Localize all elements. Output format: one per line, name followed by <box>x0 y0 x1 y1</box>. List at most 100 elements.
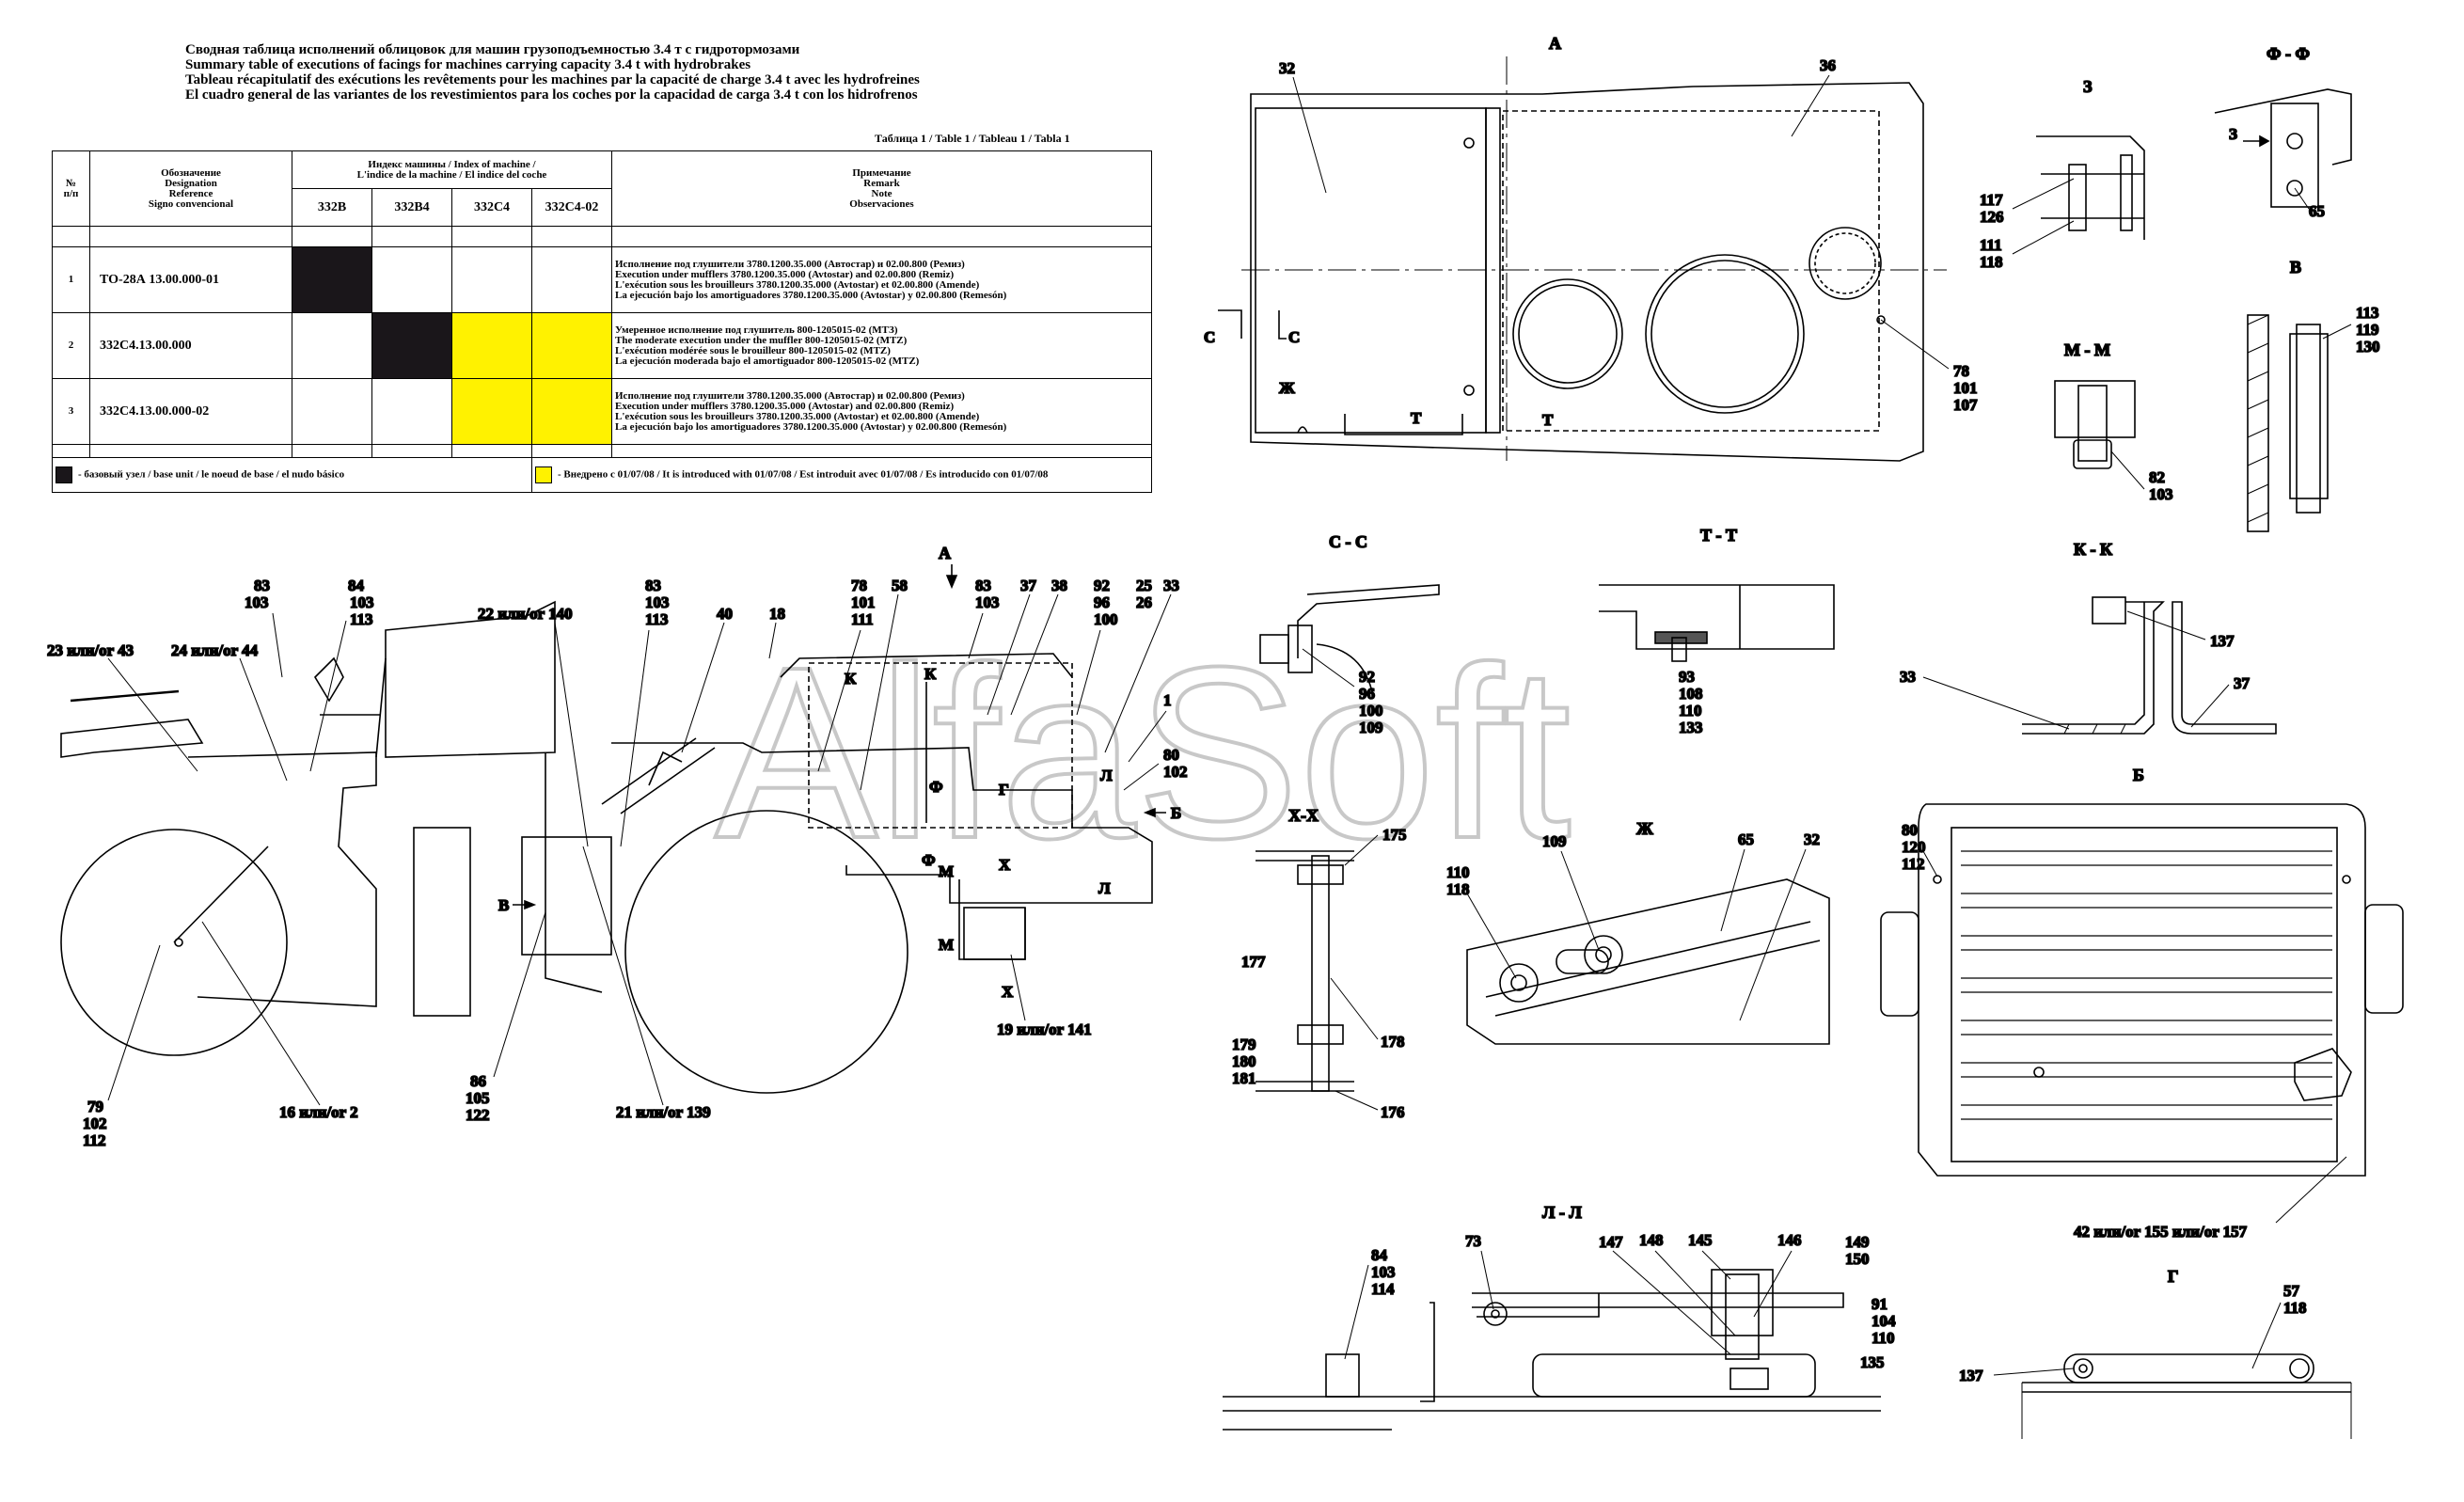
svg-text:113: 113 <box>645 610 669 628</box>
svg-text:102: 102 <box>83 1115 107 1132</box>
svg-text:118: 118 <box>2283 1299 2307 1317</box>
svg-text:130: 130 <box>2356 338 2380 356</box>
svg-text:93: 93 <box>1679 668 1695 686</box>
view-g: Г 57 118 137 <box>1958 1266 2352 1439</box>
legend-black-swatch <box>55 466 72 483</box>
svg-text:101: 101 <box>1953 379 1978 397</box>
view-ff: Ф - Ф З 65 <box>2214 43 2352 221</box>
svg-text:122: 122 <box>466 1106 490 1124</box>
svg-text:120: 120 <box>1902 838 1926 856</box>
svg-text:37: 37 <box>2234 674 2251 692</box>
svg-text:З: З <box>2083 77 2093 96</box>
svg-text:110: 110 <box>1446 863 1470 881</box>
svg-text:36: 36 <box>1820 56 1836 74</box>
svg-text:Ф: Ф <box>929 778 943 796</box>
header-machine-index: Индекс машины / Index of machine /L'indi… <box>292 150 612 189</box>
svg-text:37: 37 <box>1020 577 1037 594</box>
table-row: 1 ТО-28А 13.00.000-01 Исполнение под глу… <box>52 246 1152 313</box>
header-line-fr: Tableau récapitulatif des exécutions les… <box>185 72 920 87</box>
svg-text:112: 112 <box>83 1131 106 1149</box>
svg-text:96: 96 <box>1094 593 1110 611</box>
svg-text:176: 176 <box>1381 1103 1405 1121</box>
svg-text:57: 57 <box>2283 1282 2300 1300</box>
view-a: 32 36 А 78 101 107 С С Ж Т Т <box>1203 33 1979 462</box>
svg-text:82: 82 <box>2149 468 2165 486</box>
view-b-grille: Б 80 120 112 42 или/or 155 или/or 157 <box>1880 765 2404 1241</box>
svg-text:103: 103 <box>645 593 670 611</box>
svg-text:83: 83 <box>645 577 661 594</box>
section-ss: С - С 92 96 100 109 <box>1259 531 1440 737</box>
svg-text:78: 78 <box>851 577 867 594</box>
svg-text:80: 80 <box>1902 821 1918 839</box>
svg-text:110: 110 <box>1679 702 1702 719</box>
svg-text:178: 178 <box>1381 1033 1405 1051</box>
svg-text:Л: Л <box>1100 767 1113 784</box>
svg-text:117: 117 <box>1980 191 2003 209</box>
svg-text:101: 101 <box>851 593 876 611</box>
machine-332C4: 332C4 <box>451 188 532 227</box>
svg-text:16 или/or 2: 16 или/or 2 <box>279 1103 358 1121</box>
svg-text:126: 126 <box>1980 208 2004 226</box>
svg-text:91: 91 <box>1872 1295 1887 1313</box>
svg-text:С: С <box>1204 328 1215 346</box>
svg-text:25: 25 <box>1136 577 1152 594</box>
svg-text:Л - Л: Л - Л <box>1542 1203 1582 1222</box>
svg-text:Ф: Ф <box>922 851 936 869</box>
view-mm: М - М 82 103 <box>2054 340 2173 504</box>
svg-text:112: 112 <box>1902 855 1925 873</box>
svg-text:181: 181 <box>1232 1069 1256 1087</box>
svg-text:78: 78 <box>1953 362 1969 380</box>
header-line-en: Summary table of executions of facings f… <box>185 57 751 72</box>
svg-text:23 или/or 43: 23 или/or 43 <box>47 641 134 659</box>
svg-text:102: 102 <box>1163 763 1188 781</box>
svg-text:А: А <box>1549 34 1561 53</box>
svg-text:108: 108 <box>1679 685 1703 703</box>
svg-text:Т: Т <box>1542 411 1554 429</box>
svg-text:Т: Т <box>1411 409 1422 427</box>
svg-text:118: 118 <box>1980 253 2003 271</box>
svg-text:Ж: Ж <box>1279 379 1295 397</box>
svg-text:84: 84 <box>1371 1246 1388 1264</box>
svg-text:137: 137 <box>2210 632 2235 650</box>
svg-text:В: В <box>498 896 509 914</box>
header-line-ru: Сводная таблица исполнений облицовок для… <box>185 42 800 57</box>
svg-text:80: 80 <box>1163 746 1179 764</box>
svg-text:Л: Л <box>1098 879 1111 897</box>
svg-text:109: 109 <box>1359 719 1383 736</box>
svg-text:92: 92 <box>1094 577 1110 594</box>
svg-text:Б: Б <box>2133 766 2144 784</box>
view-zh: Ж 110 118 109 65 32 <box>1445 818 1830 1045</box>
svg-text:111: 111 <box>851 610 874 628</box>
svg-text:149: 149 <box>1845 1233 1870 1251</box>
svg-text:103: 103 <box>1371 1263 1396 1281</box>
section-tt: Т - Т 93 108 110 133 <box>1599 525 1835 737</box>
svg-text:110: 110 <box>1872 1329 1895 1347</box>
legend-base-unit: - базовый узел / base unit / le noeud de… <box>52 457 532 493</box>
svg-text:33: 33 <box>1163 577 1179 594</box>
svg-text:86: 86 <box>470 1072 486 1090</box>
svg-text:21 или/or 139: 21 или/or 139 <box>616 1103 711 1121</box>
svg-text:С - С: С - С <box>1329 532 1367 551</box>
svg-text:83: 83 <box>975 577 991 594</box>
svg-text:147: 147 <box>1599 1233 1623 1251</box>
svg-text:58: 58 <box>892 577 908 594</box>
svg-text:150: 150 <box>1845 1250 1870 1268</box>
svg-text:100: 100 <box>1359 702 1383 719</box>
svg-text:32: 32 <box>1804 830 1820 848</box>
svg-text:146: 146 <box>1777 1231 1802 1249</box>
svg-text:38: 38 <box>1051 577 1067 594</box>
svg-text:111: 111 <box>1980 236 2002 254</box>
svg-text:24 или/or 44: 24 или/or 44 <box>171 641 259 659</box>
svg-text:22 или/or 140: 22 или/or 140 <box>478 605 573 623</box>
svg-text:М: М <box>939 862 954 880</box>
svg-text:113: 113 <box>2356 304 2379 322</box>
svg-text:135: 135 <box>1860 1353 1885 1371</box>
section-kk: К - К 137 33 37 <box>1899 539 2277 735</box>
svg-text:А: А <box>939 544 951 562</box>
svg-text:1: 1 <box>1163 691 1172 709</box>
svg-text:103: 103 <box>975 593 1000 611</box>
svg-text:Т - Т: Т - Т <box>1700 526 1737 545</box>
svg-text:73: 73 <box>1465 1232 1481 1250</box>
